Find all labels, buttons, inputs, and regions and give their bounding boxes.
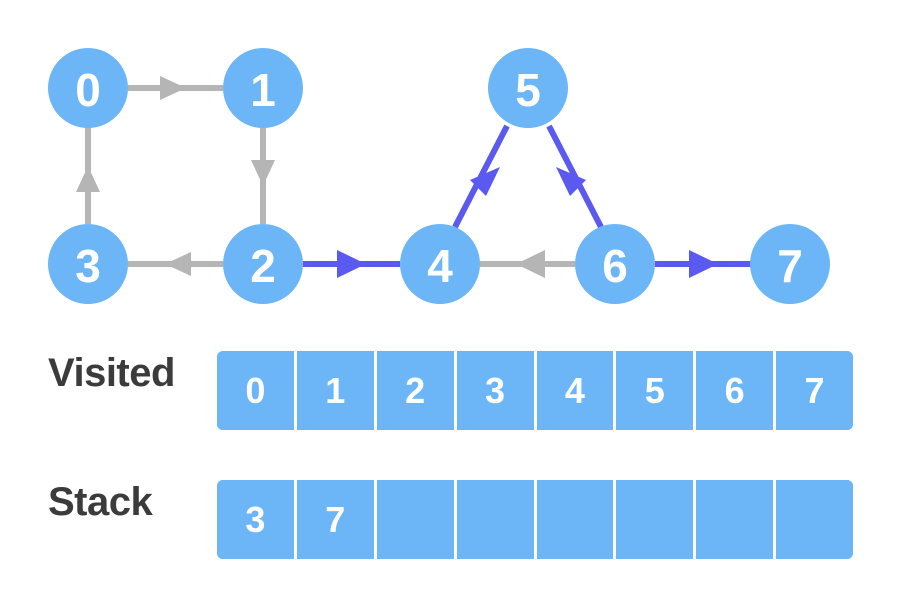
edge-0-to-1 bbox=[128, 76, 223, 100]
node-label: 5 bbox=[515, 64, 541, 116]
node-circle bbox=[750, 224, 830, 304]
edge-3-to-0 bbox=[76, 128, 100, 224]
visited-cell[interactable]: 6 bbox=[696, 351, 777, 430]
node-circle bbox=[400, 224, 480, 304]
edge-2-to-4 bbox=[303, 250, 400, 278]
graph-node-0[interactable]: 0 bbox=[48, 48, 128, 128]
stack-cell[interactable] bbox=[696, 480, 777, 559]
stack-cell[interactable] bbox=[616, 480, 697, 559]
edge-2-to-3 bbox=[128, 252, 223, 276]
node-circle bbox=[575, 224, 655, 304]
state-tables: Visited 0 1 2 3 4 5 6 7 Stack 3 7 bbox=[0, 330, 902, 590]
node-circle bbox=[488, 48, 568, 128]
node-label: 7 bbox=[777, 240, 803, 292]
graph-node-5[interactable]: 5 bbox=[488, 48, 568, 128]
node-label: 6 bbox=[602, 240, 628, 292]
node-circle bbox=[223, 48, 303, 128]
visited-cell[interactable]: 3 bbox=[456, 351, 537, 430]
node-label: 1 bbox=[250, 64, 276, 116]
graph-node-2[interactable]: 2 bbox=[223, 224, 303, 304]
node-circle bbox=[48, 48, 128, 128]
node-label: 4 bbox=[427, 240, 453, 292]
visited-row: Visited 0 1 2 3 4 5 6 7 bbox=[0, 330, 902, 460]
graph-node-7[interactable]: 7 bbox=[750, 224, 830, 304]
edge-1-to-2 bbox=[251, 128, 275, 224]
visited-cell[interactable]: 4 bbox=[536, 351, 617, 430]
stack-cell[interactable] bbox=[456, 480, 537, 559]
visited-cells: 0 1 2 3 4 5 6 7 bbox=[217, 351, 853, 430]
node-circle bbox=[223, 224, 303, 304]
stack-cell[interactable]: 3 bbox=[217, 480, 297, 559]
graph-node-6[interactable]: 6 bbox=[575, 224, 655, 304]
visited-label: Visited bbox=[48, 351, 175, 395]
graph-node-3[interactable]: 3 bbox=[48, 224, 128, 304]
stack-cell[interactable]: 7 bbox=[296, 480, 377, 559]
visited-cell[interactable]: 7 bbox=[776, 351, 853, 430]
visited-cell[interactable]: 0 bbox=[217, 351, 297, 430]
graph-node-1[interactable]: 1 bbox=[223, 48, 303, 128]
graph-node-4[interactable]: 4 bbox=[400, 224, 480, 304]
edge-6-to-7 bbox=[655, 250, 752, 278]
node-label: 3 bbox=[75, 240, 101, 292]
graph-canvas: 0 1 5 3 2 4 6 7 bbox=[48, 48, 830, 304]
visited-cell[interactable]: 2 bbox=[376, 351, 457, 430]
stack-cells: 3 7 bbox=[217, 480, 853, 559]
stack-cell[interactable] bbox=[536, 480, 617, 559]
stack-cell[interactable] bbox=[376, 480, 457, 559]
edge-6-to-4 bbox=[480, 250, 575, 278]
visited-cell[interactable]: 5 bbox=[616, 351, 697, 430]
visited-cell[interactable]: 1 bbox=[296, 351, 377, 430]
edge-4-to-5 bbox=[452, 124, 510, 229]
node-label: 2 bbox=[250, 240, 276, 292]
node-circle bbox=[48, 224, 128, 304]
stack-row: Stack 3 7 bbox=[0, 460, 902, 590]
stack-cell[interactable] bbox=[776, 480, 853, 559]
node-label: 0 bbox=[75, 64, 101, 116]
edge-5-to-6 bbox=[546, 124, 604, 229]
stack-label: Stack bbox=[48, 480, 153, 524]
